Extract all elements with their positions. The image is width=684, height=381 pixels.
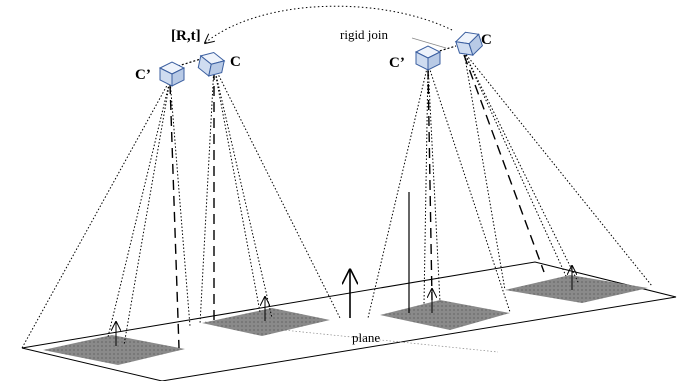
frustum-line (21, 79, 171, 349)
label-cprime-left: C’ (135, 67, 151, 83)
camera-cube-cprime-right (414, 45, 442, 71)
label-rt: [R,t] (171, 28, 201, 44)
frustum-line (213, 65, 341, 319)
frustum-line (427, 63, 441, 303)
frustum-line (463, 51, 567, 277)
rigid-join-pointer (411, 37, 447, 49)
camera-cube-c-left (197, 51, 226, 77)
target-square-4 (505, 275, 648, 303)
frustum-line (169, 79, 191, 327)
rigid-link-left (177, 57, 205, 67)
label-rigid-join: rigid join (340, 27, 389, 42)
frustum-line (213, 65, 273, 319)
frustum-line (423, 63, 429, 305)
target-square-1 (43, 335, 185, 365)
frustum-line (107, 79, 171, 338)
target-square-3 (380, 300, 510, 330)
dashed-axis-right-1 (427, 67, 433, 301)
dashed-axis-right-2 (463, 54, 545, 273)
label-c-right: C (481, 32, 492, 48)
camera-cube-c-right (454, 31, 483, 57)
frustum-line (123, 79, 171, 346)
target-square-2 (202, 308, 330, 336)
frustum-line (463, 51, 653, 287)
ground-plane (21, 261, 677, 381)
label-cprime-right: C’ (389, 55, 405, 71)
frustum-line (463, 51, 579, 283)
frustum-line (367, 63, 429, 319)
label-c-left: C (230, 54, 241, 70)
rigid-link-right (435, 45, 457, 53)
dashed-axis-left-1 (169, 83, 180, 349)
camera-cube-cprime-left (158, 61, 186, 87)
frustum-line (199, 65, 215, 325)
frustum-line (213, 65, 261, 313)
frustum-line (463, 51, 506, 291)
transform-arrow (205, 5, 453, 43)
label-plane: plane (352, 330, 380, 345)
frustum-line (427, 63, 511, 313)
